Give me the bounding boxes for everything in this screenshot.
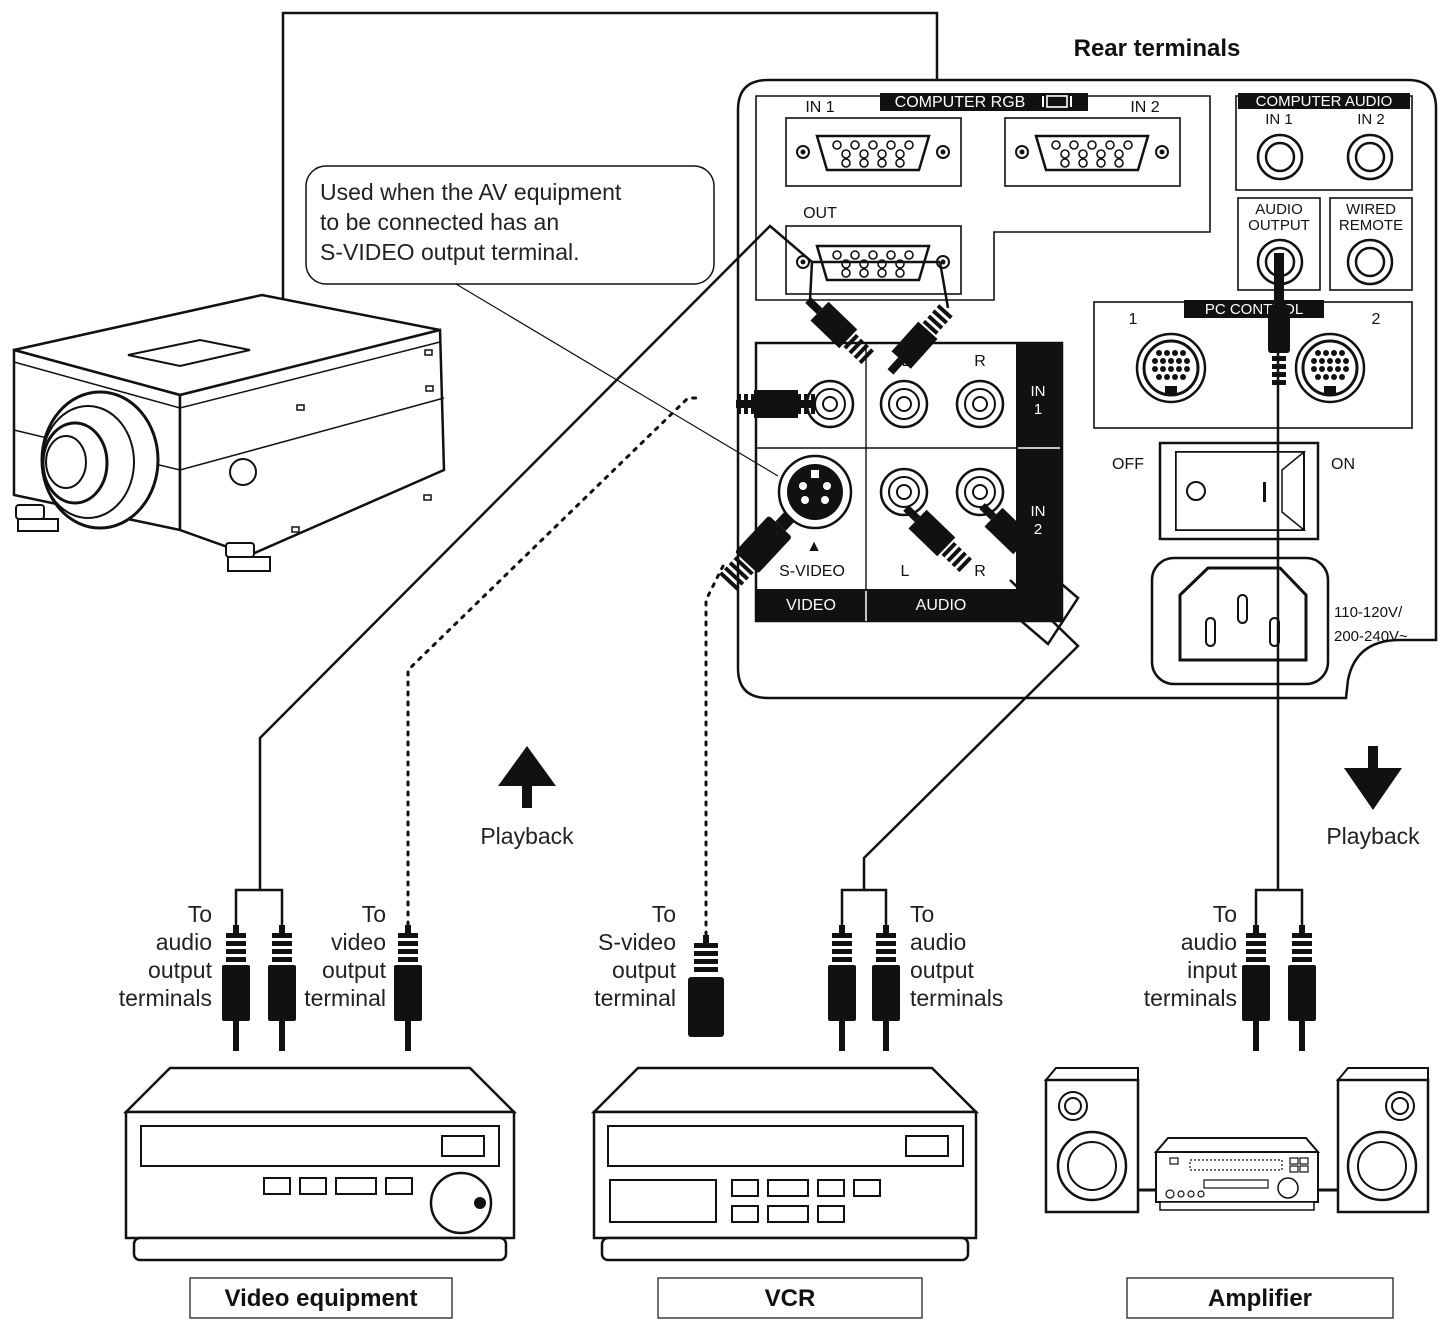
av-in1-label-a: IN [1031,383,1046,400]
svg-text:S-video: S-video [598,929,676,955]
projector-illustration [12,11,939,572]
audio-in1-label: IN 1 [1265,111,1293,128]
wired-remote-jack[interactable] [1346,238,1394,286]
video-equipment-illustration [122,1066,518,1262]
svg-text:To: To [362,901,386,927]
svg-text:To: To [652,901,676,927]
power-switch[interactable] [1158,441,1320,541]
svg-text:To: To [910,901,934,927]
svg-text:To: To [1213,901,1237,927]
playback-left-label: Playback [480,823,574,849]
svg-text:output: output [322,957,387,983]
audio-in1-l-jack[interactable] [879,379,929,429]
callout-line-2: to be connected has an [320,209,559,235]
voltage-label-2: 200-240V~ [1334,628,1408,645]
svg-text:audio: audio [910,929,966,955]
svg-text:audio: audio [156,929,212,955]
svg-text:video: video [331,929,386,955]
svideo-callout: Used when the AV equipment to be connect… [305,165,779,477]
video-equipment-video-plug [394,925,422,1051]
callout-line-1: Used when the AV equipment [320,179,622,205]
vcr-audio-plug-l [828,925,856,1051]
playback-right-label: Playback [1326,823,1420,849]
audio-output-label-2: OUTPUT [1248,217,1310,234]
av-r-bottom-label: R [974,563,986,580]
av-in2-label-b: 2 [1034,521,1042,538]
computer-rgb-label: COMPUTER RGB [895,94,1026,111]
computer-audio-in1-jack[interactable] [1256,133,1304,181]
amplifier-illustration [1043,1067,1430,1214]
playback-arrow-down [1344,746,1402,810]
rgb-in1-label: IN 1 [805,99,834,116]
av-l-bottom-label: L [901,563,910,580]
amplifier-caption-box [1126,1277,1394,1319]
label-amp-audio: To audio input terminals [1144,901,1238,1011]
label-video-audio: To audio output terminals [119,901,213,1011]
audio-output-label-1: AUDIO [1255,201,1303,218]
svg-text:output: output [910,957,975,983]
amplifier-audio-plug-r [1288,925,1316,1051]
av-in1-label-b: 1 [1034,401,1042,418]
svg-text:output: output [148,957,213,983]
rgb-in2-label: IN 2 [1130,99,1159,116]
svg-text:To: To [188,901,212,927]
audio-in2-l-jack[interactable] [879,467,929,517]
wired-remote-label-2: REMOTE [1339,217,1403,234]
ac-power-inlet[interactable] [1150,556,1330,686]
svg-text:input: input [1187,957,1237,983]
wired-remote-label-1: WIRED [1346,201,1396,218]
svideo-jack[interactable] [777,454,853,530]
video-equipment-audio-plug-r [268,925,296,1051]
svideo-mark: ▲ [806,538,822,555]
computer-audio-in2-jack[interactable] [1346,133,1394,181]
svg-text:audio: audio [1181,929,1237,955]
playback-arrow-up [498,746,556,808]
video-equipment-caption-box [189,1277,453,1319]
audio-in2-label: IN 2 [1357,111,1385,128]
vcr-illustration [590,1066,980,1262]
cables [234,224,1304,937]
svg-text:output: output [612,957,677,983]
amplifier-caption: Amplifier [1208,1285,1312,1312]
video-equipment-caption: Video equipment [225,1285,418,1312]
svg-text:terminals: terminals [910,985,1003,1011]
pc-control-2-port[interactable] [1294,332,1366,404]
svg-text:terminal: terminal [304,985,386,1011]
svg-text:terminals: terminals [119,985,212,1011]
label-video-video: To video output terminal [304,901,386,1011]
computer-audio-label: COMPUTER AUDIO [1256,93,1393,110]
vcr-caption-box [657,1277,923,1319]
rear-panel: COMPUTER RGB IN 1 IN 2 OUT COMPUTER AUDI… [736,78,1438,700]
video-bar-label: VIDEO [786,597,836,614]
voltage-label-1: 110-120V/ [1334,604,1403,621]
rear-terminals-title: Rear terminals [1074,35,1241,62]
vcr-audio-plug-r [872,925,900,1051]
label-vcr-svideo: To S-video output terminal [594,901,676,1011]
power-on-label: ON [1331,456,1355,473]
svg-text:terminals: terminals [1144,985,1237,1011]
svideo-label: S-VIDEO [779,563,845,580]
vcr-caption: VCR [765,1285,816,1312]
callout-line-3: S-VIDEO output terminal. [320,239,580,265]
label-vcr-audio: To audio output terminals [910,901,1003,1011]
video-equipment-audio-plug-l [222,925,250,1051]
vcr-svideo-plug [688,935,724,1037]
pc-control-2-label: 2 [1372,311,1381,328]
av-in2-label-a: IN [1031,503,1046,520]
pc-control-1-label: 1 [1129,311,1138,328]
av-r-top-label: R [974,353,986,370]
audio-in1-r-jack[interactable] [955,379,1005,429]
audio-bar-label: AUDIO [916,597,967,614]
rgb-out-label: OUT [803,205,837,222]
pc-control-1-port[interactable] [1135,332,1207,404]
amplifier-audio-plug-l [1242,925,1270,1051]
power-off-label: OFF [1112,456,1144,473]
svg-text:terminal: terminal [594,985,676,1011]
